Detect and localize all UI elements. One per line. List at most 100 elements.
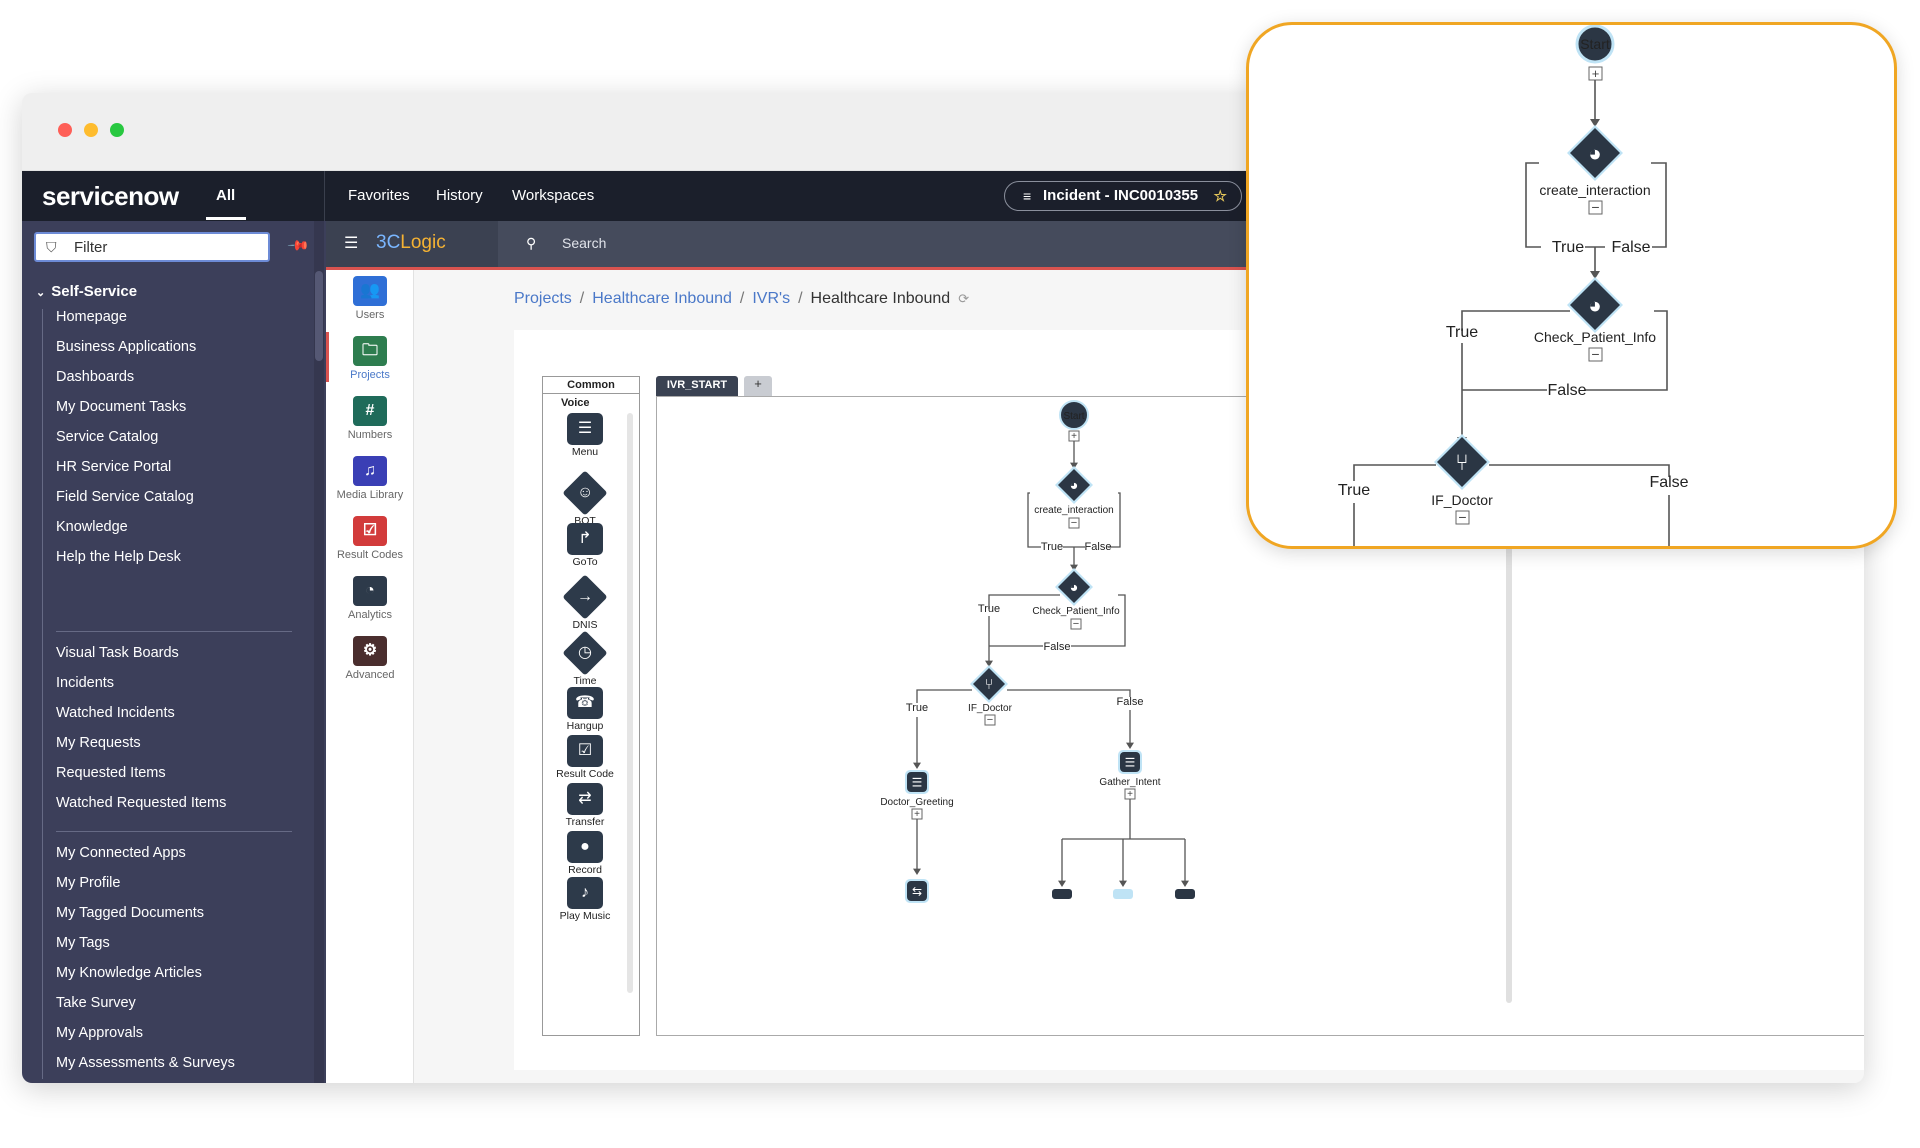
nav-item-my-connected-apps[interactable]: My Connected Apps	[56, 845, 186, 861]
false-label: False	[1611, 239, 1650, 256]
nav-item-hr-service-portal[interactable]: HR Service Portal	[56, 459, 172, 475]
nav-item-my-profile[interactable]: My Profile	[56, 875, 121, 891]
nav-item-watched-incidents[interactable]: Watched Incidents	[56, 705, 175, 721]
add-tab-button[interactable]: +	[744, 376, 772, 396]
servicenow-logo[interactable]: servicenow	[42, 181, 179, 211]
collapse-icon: −	[1591, 346, 1599, 362]
breadcrumb-ivrs[interactable]: IVR's	[752, 290, 791, 307]
nav-item-homepage[interactable]: Homepage	[56, 309, 127, 325]
nav-item-help-the-help-desk[interactable]: Help the Help Desk	[56, 549, 181, 565]
toggle-box	[1588, 200, 1603, 215]
nav-item-knowledge[interactable]: Knowledge	[56, 519, 128, 535]
toggle-box	[1588, 347, 1603, 362]
search-icon[interactable]: ⚲	[526, 235, 537, 251]
all-menu-tab[interactable]: All	[216, 187, 236, 204]
history-menu[interactable]: History	[436, 187, 483, 204]
header-accent-line	[326, 267, 1864, 270]
palette-item-goto[interactable]: ↱GoTo	[543, 523, 627, 568]
hamburger-icon[interactable]: ☰	[344, 235, 359, 252]
nav-item-my-document-tasks[interactable]: My Document Tasks	[56, 399, 187, 415]
star-icon[interactable]: ☆	[1213, 188, 1227, 205]
breadcrumb-projects[interactable]: Projects	[514, 290, 572, 307]
maximize-window-button[interactable]	[110, 123, 124, 137]
if-doctor-label: IF_Doctor	[968, 703, 1013, 714]
arrow-head	[913, 868, 921, 875]
nav-item-visual-task-boards[interactable]: Visual Task Boards	[56, 645, 179, 661]
arrow-head	[1119, 880, 1127, 887]
filter-icon: ⛉	[46, 239, 57, 255]
gear-icon: ⚙	[353, 636, 387, 666]
collapse-icon: −	[1458, 509, 1466, 525]
mic-icon: ●	[567, 831, 603, 863]
palette-item-bot[interactable]: ☺BOT	[543, 470, 627, 527]
nav-item-field-service-catalog[interactable]: Field Service Catalog	[56, 489, 194, 505]
connector-line	[1461, 310, 1570, 331]
nav-item-requested-items[interactable]: Requested Items	[56, 765, 166, 781]
refresh-icon[interactable]: ⟳	[958, 291, 970, 306]
nav-item-my-knowledge-articles[interactable]: My Knowledge Articles	[56, 965, 202, 981]
goto-icon: ↱	[567, 523, 603, 555]
nav-section-self-service[interactable]: ⌄Self-Service	[36, 283, 137, 300]
palette-item-play-music[interactable]: ♪Play Music	[543, 877, 627, 922]
search-input[interactable]: Search	[562, 235, 607, 251]
header-divider	[324, 171, 325, 221]
connector-line	[1489, 464, 1670, 477]
start-label: Start	[1580, 36, 1610, 52]
favorites-menu[interactable]: Favorites	[348, 187, 410, 204]
palette-header[interactable]: Common	[543, 377, 639, 394]
breadcrumb: Projects/Healthcare Inbound/IVR's/Health…	[514, 290, 969, 308]
nav-scroll-thumb[interactable]	[315, 271, 323, 361]
rail-item-projects[interactable]: 🗀Projects	[326, 336, 414, 381]
expand-icon: +	[914, 809, 920, 820]
rail-item-label: Result Codes	[336, 549, 404, 561]
nav-item-business-applications[interactable]: Business Applications	[56, 339, 197, 355]
active-tab-underline	[206, 217, 246, 220]
nav-item-watched-requested-items[interactable]: Watched Requested Items	[56, 795, 227, 811]
nav-item-my-approvals[interactable]: My Approvals	[56, 1025, 144, 1041]
nav-item-my-requests[interactable]: My Requests	[56, 735, 141, 751]
minimize-window-button[interactable]	[84, 123, 98, 137]
workspaces-menu[interactable]: Workspaces	[512, 187, 595, 204]
page-scrollbar[interactable]	[1506, 523, 1512, 1003]
nav-scrollbar[interactable]	[314, 221, 324, 1083]
hangup-icon: ☎	[567, 687, 603, 719]
pin-icon[interactable]: 📌	[287, 233, 311, 257]
false-label: False	[1117, 696, 1144, 708]
arrow-head	[1181, 880, 1189, 887]
expand-icon: +	[1592, 66, 1600, 81]
nav-item-dashboards[interactable]: Dashboards	[56, 369, 135, 385]
rail-item-advanced[interactable]: ⚙ Advanced	[326, 636, 414, 681]
transfer-node-icon: ⇆	[912, 884, 922, 898]
rail-item-media-library[interactable]: ♫Media Library	[326, 456, 414, 501]
nav-item-incidents[interactable]: Incidents	[56, 675, 115, 691]
palette-item-menu[interactable]: ☰Menu	[543, 413, 627, 458]
true-label: True	[1552, 239, 1584, 256]
rail-item-label: Advanced	[345, 669, 395, 681]
false-label: False	[1085, 541, 1112, 553]
connector-line	[1353, 464, 1436, 481]
incident-context-pill[interactable]: ≡ Incident - INC0010355 ☆	[1004, 181, 1242, 211]
breadcrumb-healthcare-inbound[interactable]: Healthcare Inbound	[592, 290, 732, 307]
palette-item-record[interactable]: ●Record	[543, 831, 627, 876]
rail-item-numbers[interactable]: #Numbers	[326, 396, 414, 441]
nav-item-my-assessments-surveys[interactable]: My Assessments & Surveys	[56, 1055, 235, 1071]
palette-item-result-code[interactable]: ☑Result Code	[543, 735, 627, 780]
nav-item-take-survey[interactable]: Take Survey	[56, 995, 136, 1011]
tab-ivr-start[interactable]: IVR_START	[656, 376, 738, 396]
nav-item-service-catalog[interactable]: Service Catalog	[56, 429, 159, 445]
rail-item-analytics[interactable]: ◔Analytics	[326, 576, 414, 621]
nav-item-my-tags[interactable]: My Tags	[56, 935, 110, 951]
filter-input[interactable]: ⛉ Filter	[34, 232, 270, 262]
palette-scrollbar[interactable]	[627, 413, 633, 993]
palette-item-transfer[interactable]: ⇄Transfer	[543, 783, 627, 828]
rail-item-result-codes[interactable]: ☑Result Codes	[326, 516, 414, 561]
doctor-greeting-label: Doctor_Greeting	[880, 797, 953, 808]
palette-item-dnis[interactable]: →DNIS	[543, 574, 627, 631]
bot-icon: ☺	[562, 470, 608, 516]
palette-item-hangup[interactable]: ☎Hangup	[543, 687, 627, 732]
close-window-button[interactable]	[58, 123, 72, 137]
nav-item-my-tagged-documents[interactable]: My Tagged Documents	[56, 905, 205, 921]
arrow-head	[1058, 880, 1066, 887]
rail-item-users[interactable]: 👥Users	[326, 276, 414, 321]
palette-item-time[interactable]: ◷Time	[543, 630, 627, 687]
